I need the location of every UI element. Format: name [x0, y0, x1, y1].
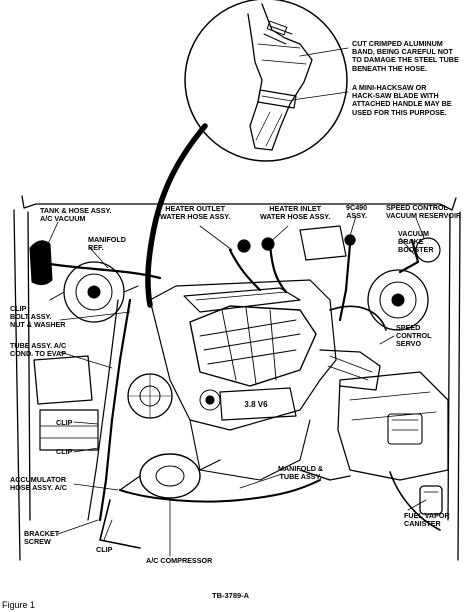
label-ac-compressor: A/C COMPRESSOR — [146, 556, 213, 565]
leader-lines — [47, 215, 427, 557]
alternator — [127, 373, 173, 419]
label-heater-outlet-hose: HEATER OUTLET WATER HOSE ASSY. — [160, 204, 231, 222]
battery — [33, 355, 99, 451]
label-speed-control-servo: SPEED CONTROL SERVO — [396, 323, 432, 349]
label-9c490-assy: 9C490 ASSY. — [346, 203, 368, 221]
label-clip-bolt-assy: CLIP BOLT ASSY. NUT & WASHER — [10, 304, 66, 330]
engine-block — [149, 279, 381, 481]
magnified-callout — [184, 0, 349, 162]
reservoir-tank — [29, 240, 53, 286]
label-tube-assy-ac: TUBE ASSY. A/C COND. TO EVAP — [10, 341, 67, 359]
figure-caption: Figure 1 — [2, 600, 36, 610]
label-manifold-tube-assy: MANIFOLD & TUBE ASSY. — [278, 464, 324, 482]
drawing-code: TB-3789-A — [212, 591, 250, 600]
label-clip-bottom: CLIP — [96, 545, 113, 554]
label-clip-1: CLIP — [56, 418, 73, 427]
callout-connector — [145, 123, 208, 308]
label-accumulator-hose: ACCUMULATOR HOSE ASSY. A/C — [10, 475, 67, 493]
left-strut-tower — [49, 261, 139, 323]
hacksaw-note: A MINI-HACKSAW OR HACK-SAW BLADE WITH AT… — [352, 83, 452, 117]
hoses — [48, 238, 441, 549]
label-fuel-vapor-canister: FUEL VAPOR CANISTER — [404, 511, 450, 529]
cut-band-note: CUT CRIMPED ALUMINUM BAND, BEING CAREFUL… — [352, 39, 459, 73]
label-vacuum-brake-booster: VACUUM BRAKE BOOSTER — [398, 229, 434, 255]
label-bracket-screw: BRACKET SCREW — [24, 529, 60, 547]
right-strut-tower — [367, 269, 429, 331]
label-clip-2: CLIP — [56, 447, 73, 456]
label-speed-control-reservoir: SPEED CONTROL VACUUM RESERVOIR — [386, 203, 462, 221]
label-manifold-ref: MANIFOLD REF. — [88, 235, 126, 253]
label-tank-hose-assy: TANK & HOSE ASSY. A/C VACUUM — [40, 206, 112, 224]
brake-booster — [237, 225, 441, 263]
air-cleaner — [337, 371, 449, 481]
ac-compressor — [119, 453, 221, 499]
fuel-vapor-canister — [419, 485, 443, 515]
engine-badge: 3.8 V6 — [244, 400, 268, 409]
label-heater-inlet-hose: HEATER INLET WATER HOSE ASSY. — [260, 204, 331, 222]
engine-bay-frame — [13, 195, 461, 561]
